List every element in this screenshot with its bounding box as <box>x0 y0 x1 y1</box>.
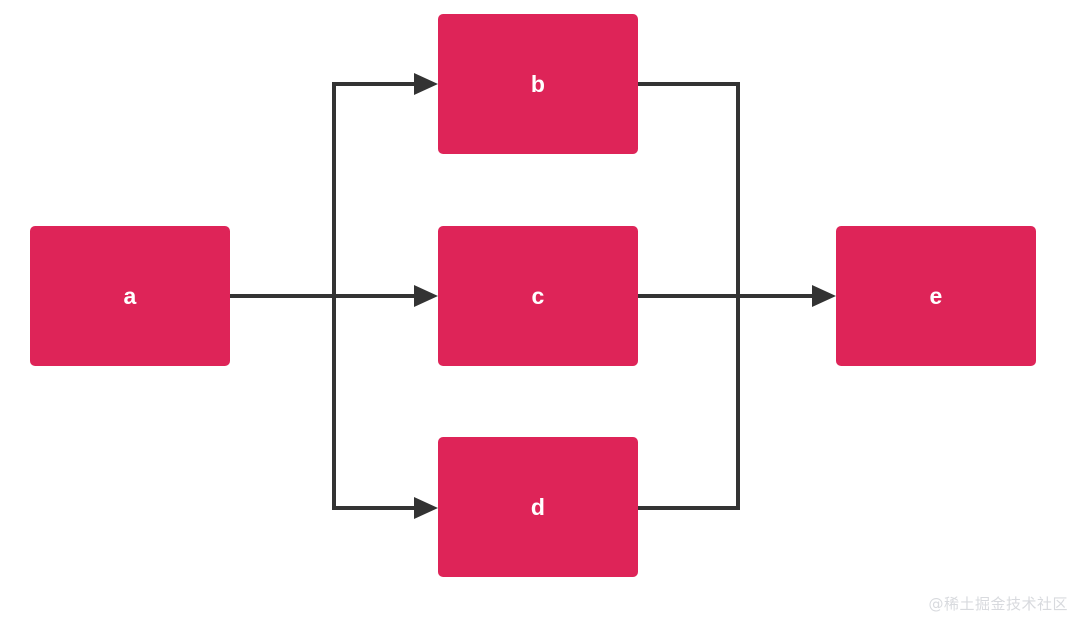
edge-c-to-e <box>638 285 836 307</box>
node-e-label: e <box>929 282 943 309</box>
watermark: @稀土掘金技术社区 <box>928 595 1068 613</box>
edge-a-to-c <box>229 285 438 307</box>
node-b-label: b <box>530 70 546 97</box>
edge-b-e-line <box>638 82 740 296</box>
edge-d-to-e <box>638 296 740 510</box>
node-c[interactable]: c <box>438 226 638 366</box>
edge-b-to-e <box>638 82 740 296</box>
edge-a-b-line <box>229 82 416 298</box>
node-d-label: d <box>530 493 546 520</box>
edge-c-e-arrowhead <box>812 285 836 307</box>
edge-a-c-arrowhead <box>414 285 438 307</box>
edge-a-b-arrowhead <box>414 73 438 95</box>
node-b[interactable]: b <box>438 14 638 154</box>
node-e[interactable]: e <box>836 226 1036 366</box>
edge-d-e-line <box>638 296 740 510</box>
node-c-label: c <box>531 282 545 309</box>
node-d[interactable]: d <box>438 437 638 577</box>
node-a[interactable]: a <box>30 226 230 366</box>
edge-a-d-line <box>332 296 416 510</box>
edge-a-to-d <box>332 296 438 519</box>
edge-a-to-b <box>229 73 438 298</box>
edge-a-d-arrowhead <box>414 497 438 519</box>
node-a-label: a <box>123 282 137 309</box>
